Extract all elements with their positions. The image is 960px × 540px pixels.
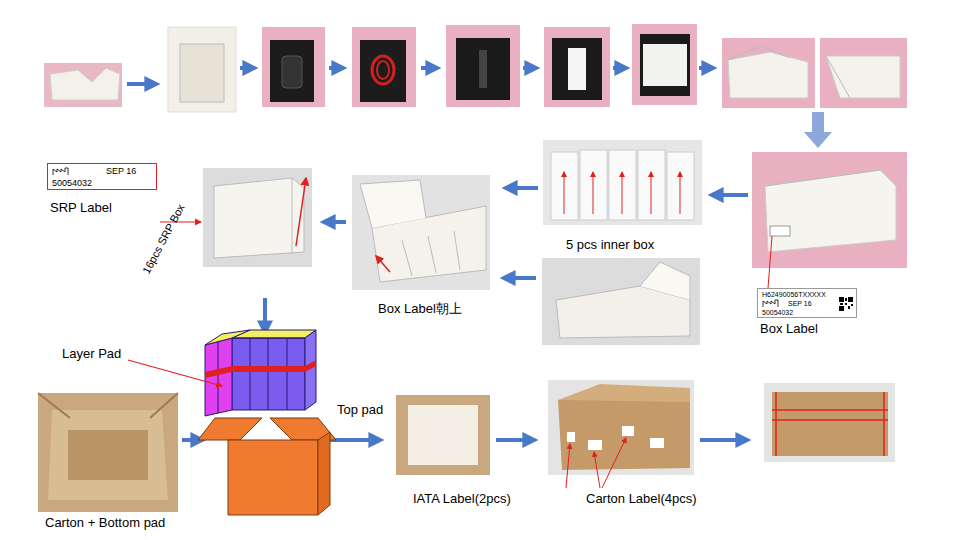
photo-black-insert xyxy=(446,25,520,107)
big-down-arrow xyxy=(804,112,832,148)
label-sticker: H62490056TXXXXX SEP 16 50054032 xyxy=(757,288,857,318)
serial-number: H62490056TXXXXX xyxy=(762,291,826,298)
photo-open-tray xyxy=(168,27,236,112)
photo-box-closing xyxy=(722,38,815,108)
part-label: 16pcs SRP Box xyxy=(140,202,187,276)
part-label: Top pad xyxy=(337,403,383,417)
date-code: SEP 16 xyxy=(106,167,136,176)
qr-code xyxy=(839,297,853,311)
photo-open-srp-box xyxy=(542,258,700,345)
photo-flat-blank xyxy=(44,63,122,107)
part-number: 50054032 xyxy=(762,309,793,316)
date-code: SEP 16 xyxy=(788,300,812,307)
photo-taped-carton xyxy=(764,383,895,462)
part-label: SRP Label xyxy=(50,201,112,215)
leader-line xyxy=(768,236,772,288)
photo-five-inner-boxes xyxy=(543,140,702,225)
part-number: 50054032 xyxy=(52,179,92,188)
photo-white-card xyxy=(544,27,610,107)
manufacture-date-symbol xyxy=(762,299,780,308)
part-label: Layer Pad xyxy=(62,347,121,361)
photo-top-pad xyxy=(396,395,490,475)
part-label: IATA Label(2pcs) xyxy=(413,492,511,506)
photo-box-label-up xyxy=(352,175,490,290)
photo-labeled-carton xyxy=(548,380,694,488)
photo-srp-box xyxy=(203,168,312,267)
part-label: Box Label xyxy=(760,322,818,336)
label-sticker: SEP 16 50054032 xyxy=(47,163,157,190)
part-label: Carton + Bottom pad xyxy=(45,516,165,530)
part-label: Carton Label(4pcs) xyxy=(586,492,697,506)
photo-white-insert xyxy=(632,24,697,105)
photo-box-closed xyxy=(820,38,907,108)
photo-black-tray xyxy=(262,27,325,107)
photo-cable-tray xyxy=(352,27,416,107)
leader-line xyxy=(128,360,222,386)
part-label: Box Label朝上 xyxy=(378,302,462,316)
manufacture-date-symbol xyxy=(52,167,70,176)
part-label: 5 pcs inner box xyxy=(566,238,654,252)
photo-labeled-box xyxy=(752,152,907,268)
stack-graphic xyxy=(198,330,336,515)
photo-carton-bottom-pad xyxy=(38,393,178,512)
